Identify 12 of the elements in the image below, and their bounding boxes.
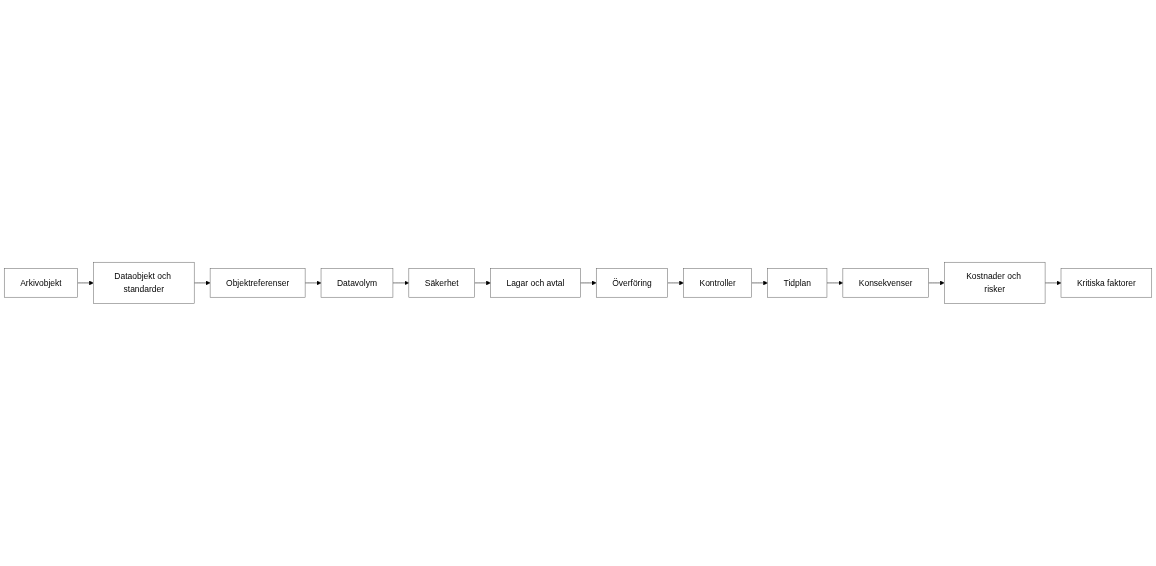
- node-box: Datavolym: [320, 268, 394, 298]
- node-box: Säkerhet: [408, 268, 475, 298]
- node-box: Konsekvenser: [842, 268, 929, 298]
- node-box: Överföring: [596, 268, 668, 298]
- node-box: Kontroller: [683, 268, 752, 298]
- node-box: Arkivobjekt: [4, 268, 78, 298]
- node-box: Lagar och avtal: [490, 268, 581, 298]
- node-box: Dataobjekt och standarder: [93, 262, 195, 304]
- node-box: Objektreferenser: [209, 268, 306, 298]
- node-box: Kritiska faktorer: [1060, 268, 1152, 298]
- node-box: Kostnader och risker: [944, 262, 1046, 304]
- node-box: Tidplan: [767, 268, 828, 298]
